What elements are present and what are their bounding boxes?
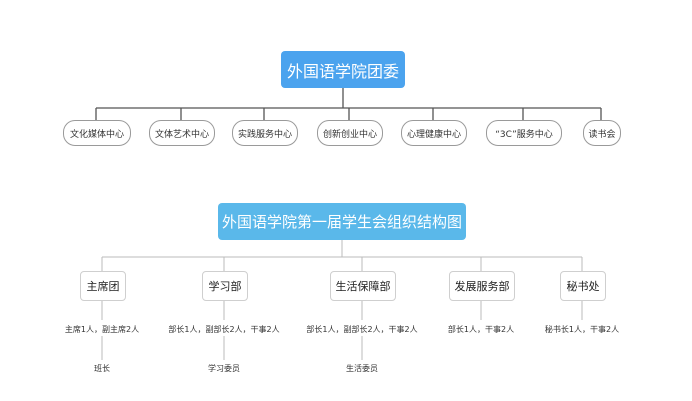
bottom-root-node: 外国语学院第一届学生会组织结构图 bbox=[218, 203, 466, 240]
sub-life-support: 生活委员 bbox=[346, 364, 378, 373]
dept-study: 学习部 bbox=[202, 271, 248, 301]
staff-secretariat: 秘书长1人，干事2人 bbox=[544, 325, 620, 334]
top-node-culture-media: 文化媒体中心 bbox=[63, 120, 131, 146]
top-node-innovation: 创新创业中心 bbox=[317, 120, 383, 146]
top-node-arts-sports: 文体艺术中心 bbox=[149, 120, 215, 146]
top-node-reading-club: 读书会 bbox=[583, 120, 621, 146]
top-node-3c-service: “3C”服务中心 bbox=[486, 120, 562, 146]
top-node-practice-service: 实践服务中心 bbox=[232, 120, 298, 146]
top-root-node: 外国语学院团委 bbox=[281, 51, 405, 88]
sub-study: 学习委员 bbox=[208, 364, 240, 373]
dept-presidium: 主席团 bbox=[80, 271, 126, 301]
staff-life-support: 部长1人，副部长2人，干事2人 bbox=[306, 325, 418, 334]
staff-study: 部长1人，副部长2人，干事2人 bbox=[168, 325, 280, 334]
staff-presidium: 主席1人，副主席2人 bbox=[64, 325, 140, 334]
top-node-mental-health: 心理健康中心 bbox=[401, 120, 467, 146]
dept-development-service: 发展服务部 bbox=[449, 271, 515, 301]
dept-secretariat: 秘书处 bbox=[560, 271, 606, 301]
dept-life-support: 生活保障部 bbox=[330, 271, 396, 301]
staff-development-service: 部长1人，干事2人 bbox=[447, 325, 515, 334]
sub-presidium: 班长 bbox=[94, 364, 110, 373]
